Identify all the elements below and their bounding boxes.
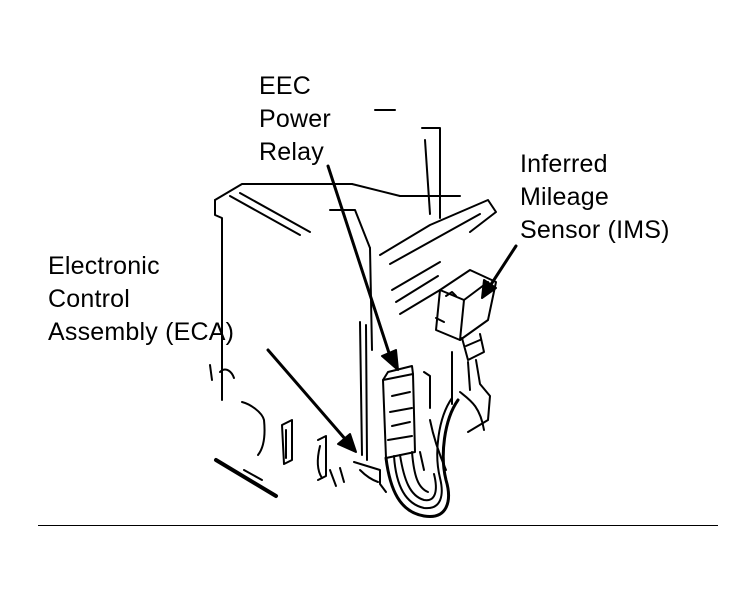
eec-relay-body (382, 365, 431, 459)
baseline-rule (38, 525, 718, 526)
leader-arrows (266, 164, 518, 453)
eca-label: Electronic Control Assembly (ECA) (48, 250, 234, 349)
housing-outline (214, 109, 497, 461)
ims-sensor-body (435, 269, 497, 433)
eec-power-relay-line: EEC (259, 72, 312, 100)
eec-power-relay-label: EEC Power Relay (259, 70, 331, 169)
eec-power-relay-line: Relay (259, 138, 324, 166)
eca-line: Control (48, 285, 130, 313)
ims-arrowhead (481, 279, 497, 299)
wiring-harness (353, 391, 485, 518)
eca-module (209, 364, 345, 498)
eca-leader (266, 348, 348, 442)
ims-leader (488, 244, 518, 288)
ims-line: Mileage (520, 183, 609, 211)
eca-arrowhead (337, 433, 357, 453)
eec-power-relay-line: Power (259, 105, 331, 133)
eec-relay-leader (326, 164, 392, 358)
ims-label: Inferred Mileage Sensor (IMS) (520, 148, 670, 247)
eca-line: Electronic (48, 252, 160, 280)
eec-relay-arrowhead (381, 349, 399, 371)
eca-line: Assembly (ECA) (48, 318, 235, 346)
ims-line: Sensor (IMS) (520, 216, 670, 244)
ims-line: Inferred (520, 150, 608, 178)
